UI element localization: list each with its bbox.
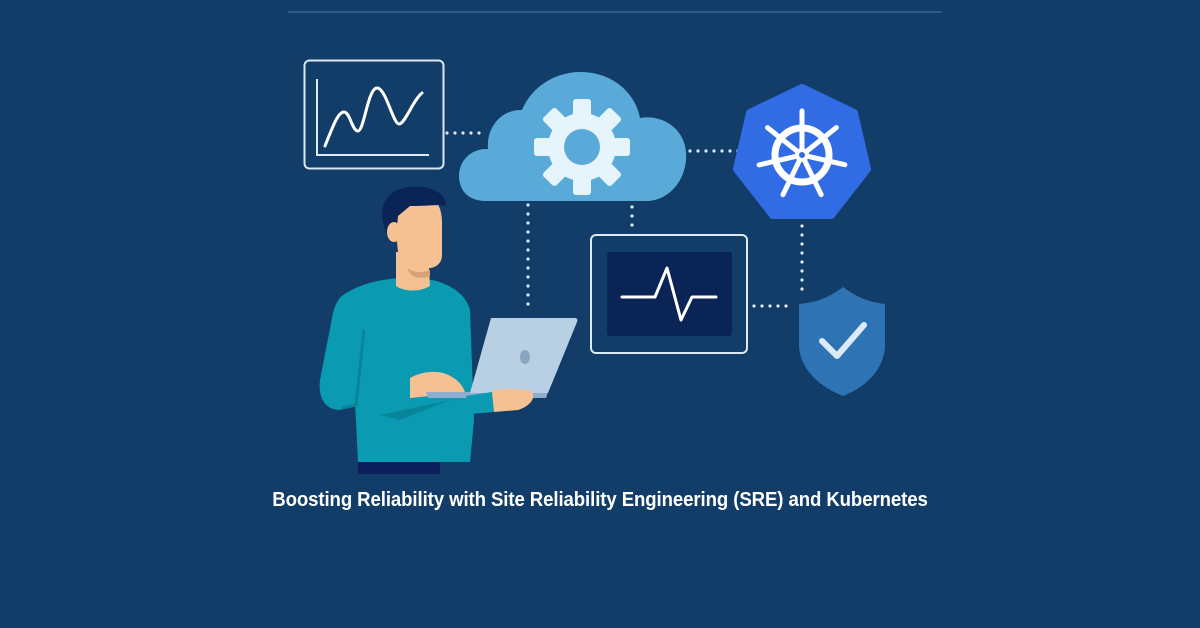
line-chart-icon xyxy=(323,86,424,148)
line-chart-panel xyxy=(303,59,445,170)
kubernetes-logo xyxy=(733,84,871,219)
heartbeat-monitor xyxy=(590,234,748,354)
checkmark-icon xyxy=(819,322,867,359)
ship-wheel-icon xyxy=(756,108,848,198)
top-divider xyxy=(288,11,942,13)
person-with-laptop xyxy=(319,186,578,474)
security-shield xyxy=(799,287,885,396)
heartbeat-icon xyxy=(620,266,718,322)
dotted-connectors xyxy=(445,131,804,308)
cloud-icon xyxy=(459,72,687,201)
gear-icon xyxy=(534,99,630,195)
banner-title: Boosting Reliability with Site Reliabili… xyxy=(272,489,928,511)
sre-illustration xyxy=(303,59,885,474)
